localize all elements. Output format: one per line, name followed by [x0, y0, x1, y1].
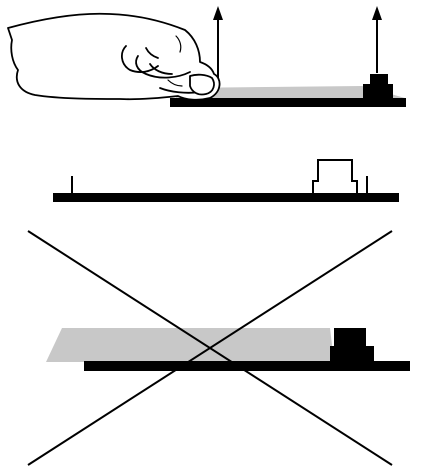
base-strip: [84, 361, 410, 371]
panel-peel-off: [7, 6, 406, 107]
hand-icon: [7, 12, 221, 101]
connector-outline: [312, 159, 358, 193]
cross-icon: [27, 230, 393, 466]
protective-film: [176, 86, 405, 98]
panel-wrong-way: [27, 230, 410, 466]
base-strip: [53, 193, 399, 202]
protective-film: [46, 328, 334, 362]
connector-block: [330, 328, 374, 362]
connector-block: [363, 74, 393, 99]
base-strip: [170, 98, 406, 107]
panel-removed-film: [53, 159, 399, 202]
up-arrow-icon: [372, 6, 382, 73]
